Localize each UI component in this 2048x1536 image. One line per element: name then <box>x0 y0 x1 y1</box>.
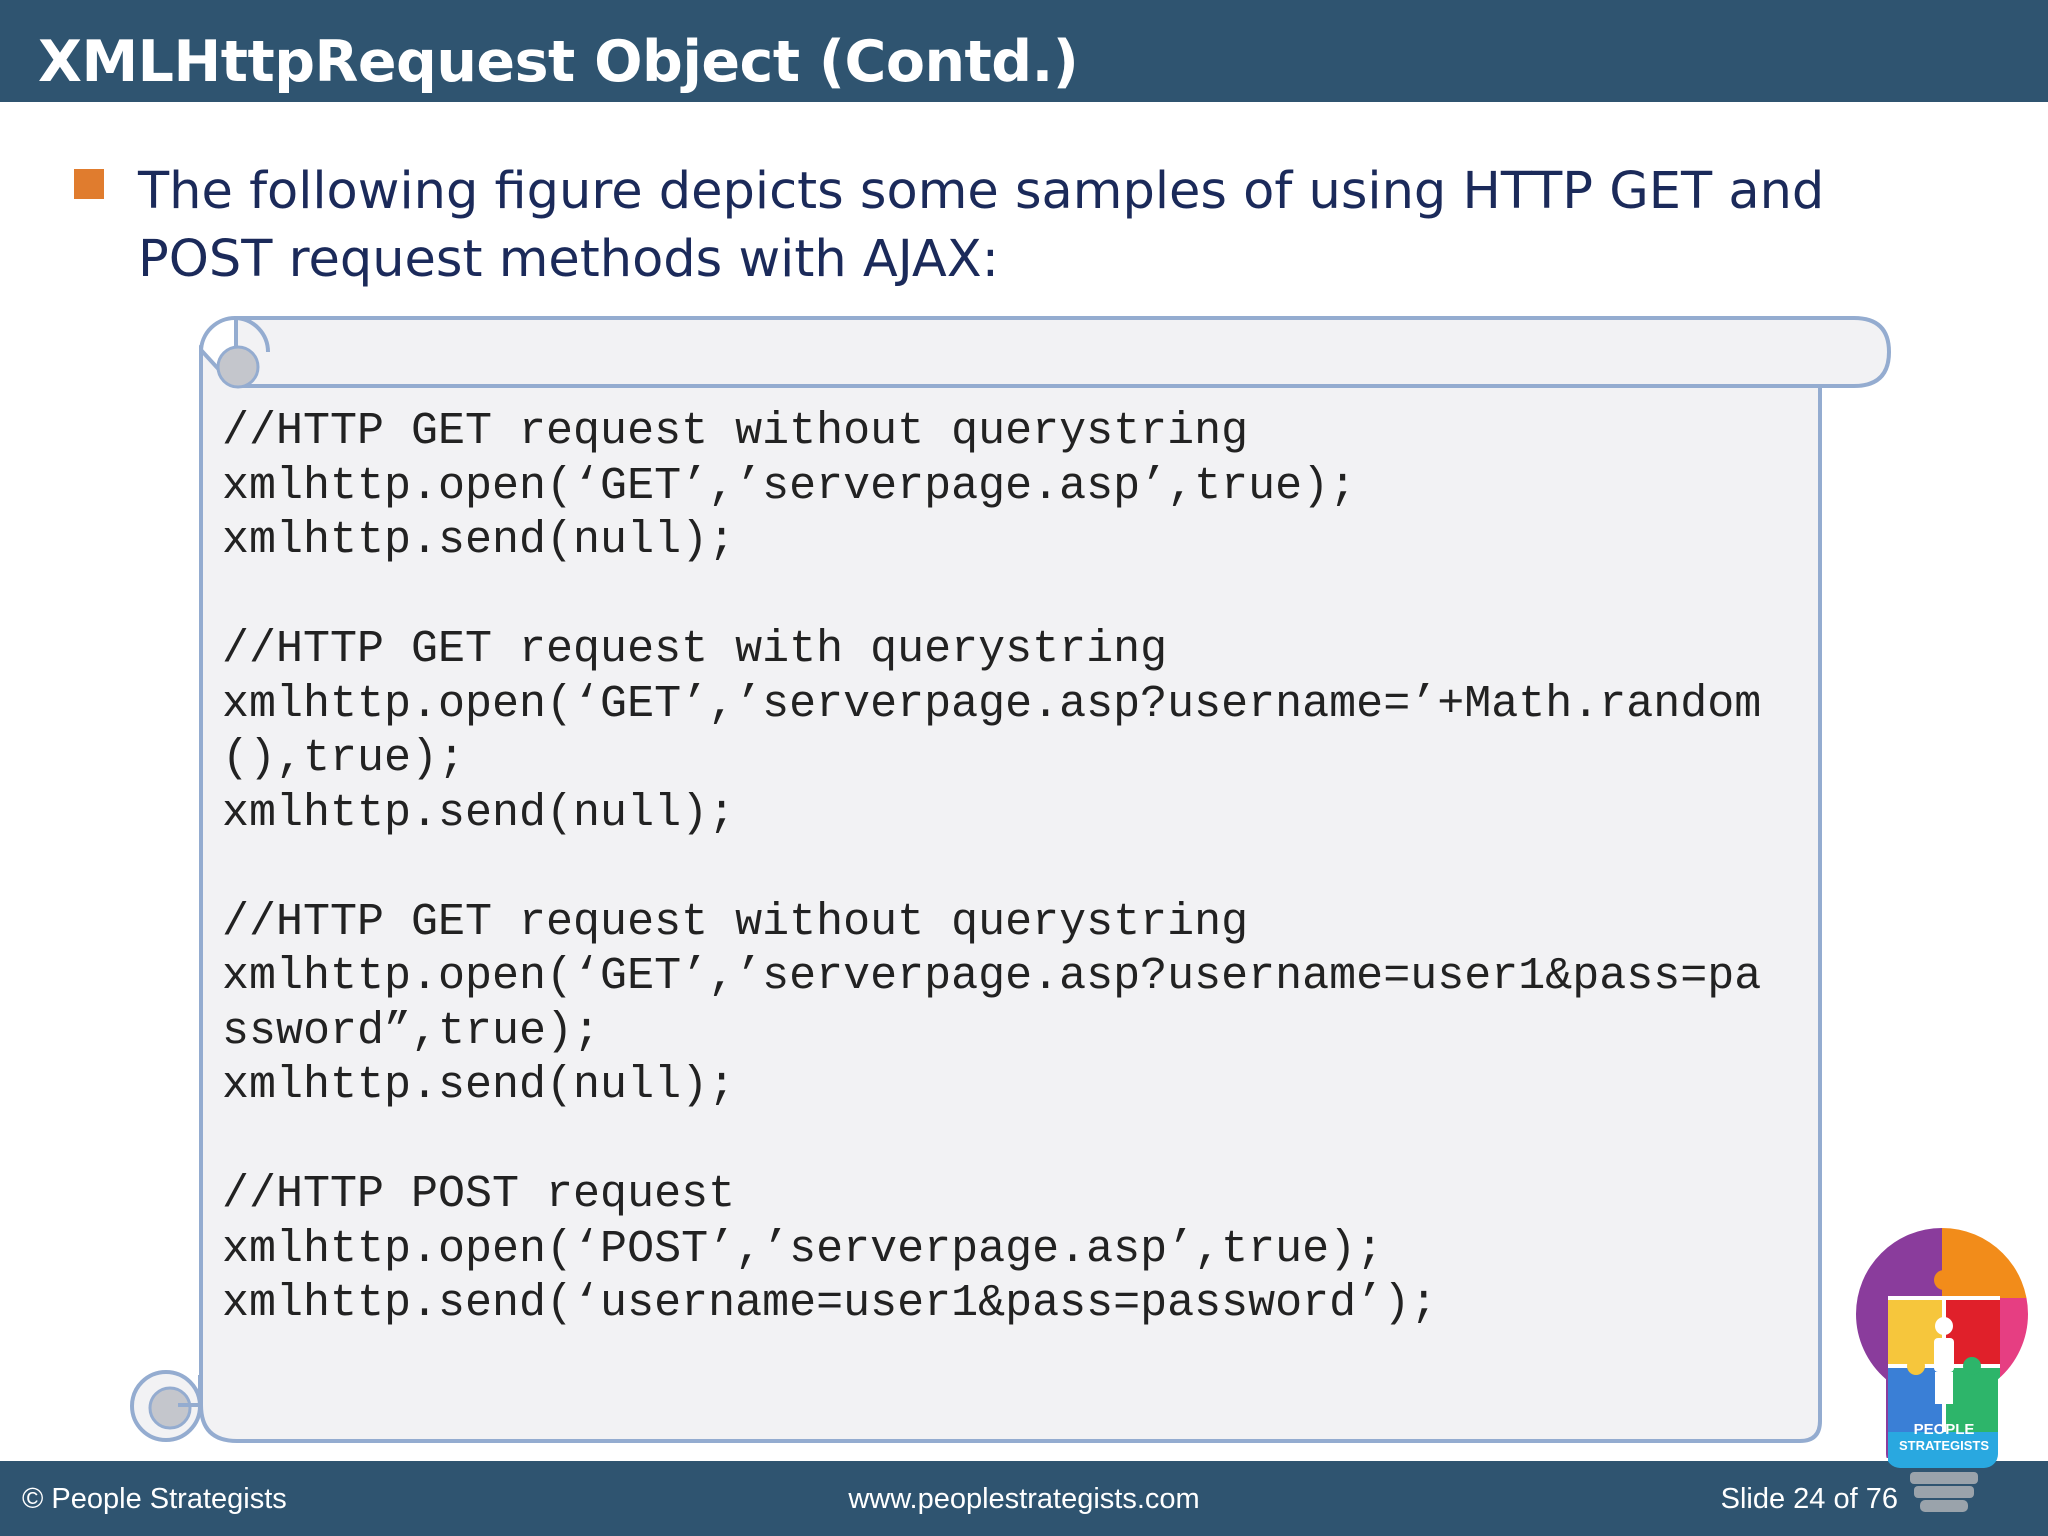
scroll-top-curl-inner <box>216 345 260 389</box>
footer-bar: © People Strategists www.peoplestrategis… <box>0 1461 2048 1536</box>
scroll-body <box>199 344 1822 1443</box>
code-sample: //HTTP GET request without querystring x… <box>222 406 1762 1329</box>
copyright-text: © People Strategists <box>22 1483 287 1515</box>
scroll-top-roll <box>234 316 1892 388</box>
slide-title: XMLHttpRequest Object (Contd.) <box>38 29 1079 95</box>
website-link: www.peoplestrategists.com <box>848 1483 1200 1515</box>
scroll-bottom-curl-inner <box>148 1386 192 1430</box>
lightbulb-puzzle-icon: PEOPLE STRATEGISTS <box>1856 1228 2028 1512</box>
title-bar: XMLHttpRequest Object (Contd.) <box>0 0 2048 102</box>
logo-text-line2: STRATEGISTS <box>1899 1438 1989 1453</box>
logo-text-line1: PEOPLE <box>1914 1421 1975 1438</box>
scroll-top-curl <box>199 315 237 390</box>
scroll-frame <box>130 315 1892 1443</box>
intro-text: The following figure depicts some sample… <box>138 162 1825 289</box>
slide-number: Slide 24 of 76 <box>1720 1483 1898 1515</box>
bullet-square-icon <box>74 169 104 199</box>
